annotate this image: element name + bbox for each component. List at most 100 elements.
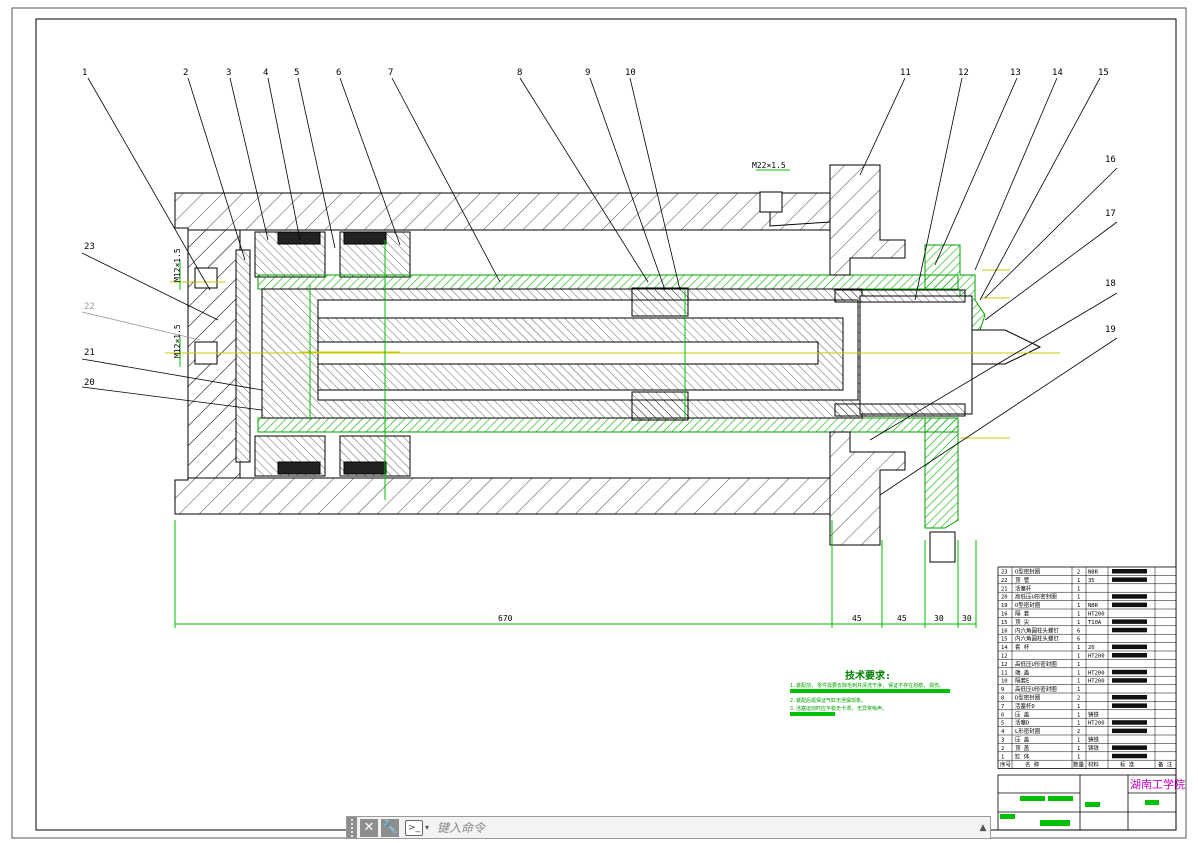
- thread-dimension: M22×1.5: [752, 161, 786, 170]
- bom-no: 12: [1001, 654, 1008, 660]
- bom-qty: 6: [1077, 628, 1080, 634]
- overall-length: 670: [498, 614, 513, 623]
- bom-name: 顶 管: [1015, 576, 1030, 584]
- chevron-down-icon[interactable]: ▾: [425, 823, 430, 832]
- thread-dimension: M12×1.5: [173, 248, 182, 282]
- bom-material: HT200: [1088, 654, 1105, 660]
- bom-header: 标 准: [1120, 761, 1135, 769]
- bom-material: T10A: [1088, 620, 1102, 626]
- bom-no: 14: [1001, 645, 1008, 651]
- bom-row[interactable]: 21 活塞杆 1: [1001, 584, 1080, 592]
- command-line-bar[interactable]: ✕ 🔧 >_ ▾ ▲: [346, 816, 991, 839]
- bom-qty: 1: [1077, 620, 1080, 626]
- bom-qty: 1: [1077, 586, 1080, 592]
- bom-header: 备 注: [1158, 761, 1173, 769]
- bom-no: 23: [1001, 570, 1008, 576]
- tech-title: 技术要求:: [845, 669, 891, 682]
- bom-no: 10: [1001, 679, 1008, 685]
- bom-name: D型密封圈: [1015, 694, 1041, 702]
- close-icon[interactable]: ✕: [360, 818, 378, 837]
- bom-material: NBR: [1088, 570, 1099, 576]
- dimension-texts: M22×1.5 M12×1.5 M12×1.5 670 45 45 30 30: [173, 161, 972, 623]
- part-label: 16: [1105, 155, 1116, 165]
- command-prompt-icon[interactable]: >_: [405, 819, 423, 836]
- tech-requirements: 技术要求: 1.装配前, 零件需要去除毛刺并清洗干净, 保证不存在划痕, 损伤。…: [790, 669, 950, 716]
- bom-name: 高低压U形密封圈: [1015, 685, 1057, 693]
- bom-qty: 1: [1077, 687, 1080, 693]
- bom-qty: 1: [1077, 754, 1080, 760]
- bom-qty: 1: [1077, 645, 1080, 651]
- drag-handle[interactable]: [347, 817, 357, 838]
- bom-qty: 1: [1077, 603, 1080, 609]
- bom-header: 序号: [1000, 761, 1012, 769]
- bom-no: 3: [1001, 738, 1004, 744]
- bom-material: HT200: [1088, 721, 1105, 727]
- bom-name: 压 盖: [1015, 710, 1030, 718]
- part-label: 22: [84, 302, 95, 312]
- part-label: 5: [294, 68, 299, 78]
- bom-header: 材料: [1088, 761, 1100, 769]
- part-label: 13: [1010, 68, 1021, 78]
- bom-no: 5: [1001, 721, 1004, 727]
- bom-qty: 1: [1077, 595, 1080, 601]
- center-lines: [165, 269, 1060, 439]
- bom-no: 1: [1001, 754, 1004, 760]
- bom-qty: 2: [1077, 570, 1080, 576]
- part-label: 7: [388, 68, 393, 78]
- bom-qty: 1: [1077, 704, 1080, 710]
- command-input[interactable]: [435, 817, 976, 838]
- bom-qty: 1: [1077, 612, 1080, 618]
- part-label: 15: [1098, 68, 1109, 78]
- part-label: 4: [263, 68, 268, 78]
- part-label: 8: [517, 68, 522, 78]
- part-label: 14: [1052, 68, 1063, 78]
- dimension-value: 45: [897, 614, 907, 623]
- bom-no: 21: [1001, 586, 1008, 592]
- bom-name: 内六角圆柱头螺钉: [1015, 626, 1060, 634]
- bom-name: 压 盖: [1015, 736, 1030, 744]
- bom-name: 缸 体: [1015, 752, 1030, 760]
- bom-name: 活塞杆: [1015, 584, 1032, 592]
- bom-qty: 2: [1077, 696, 1080, 702]
- wrench-icon[interactable]: 🔧: [381, 818, 399, 837]
- dimension-value: 30: [934, 614, 944, 623]
- bom-no: 16: [1001, 628, 1008, 634]
- part-label: 11: [900, 68, 911, 78]
- bom-row[interactable]: 16 内六角圆柱头螺钉 6: [1001, 626, 1147, 634]
- part-label: 19: [1105, 325, 1116, 335]
- chevron-up-icon[interactable]: ▲: [979, 822, 987, 833]
- school-name: 湖南工学院: [1130, 777, 1185, 791]
- bom-material: NBR: [1088, 603, 1099, 609]
- bom-row[interactable]: 1 缸 体 1: [1001, 752, 1147, 760]
- tech-line: 2.装配后需保证气缸无泄漏现象。: [790, 697, 866, 704]
- bom-no: 15: [1001, 620, 1008, 626]
- bom-material: 铸铁: [1088, 744, 1100, 752]
- part-label: 10: [625, 68, 636, 78]
- bom-header: 数量: [1073, 761, 1085, 769]
- leader-lines: [81, 77, 1118, 496]
- dimension-value: 30: [962, 614, 972, 623]
- bom-qty: 1: [1077, 662, 1080, 668]
